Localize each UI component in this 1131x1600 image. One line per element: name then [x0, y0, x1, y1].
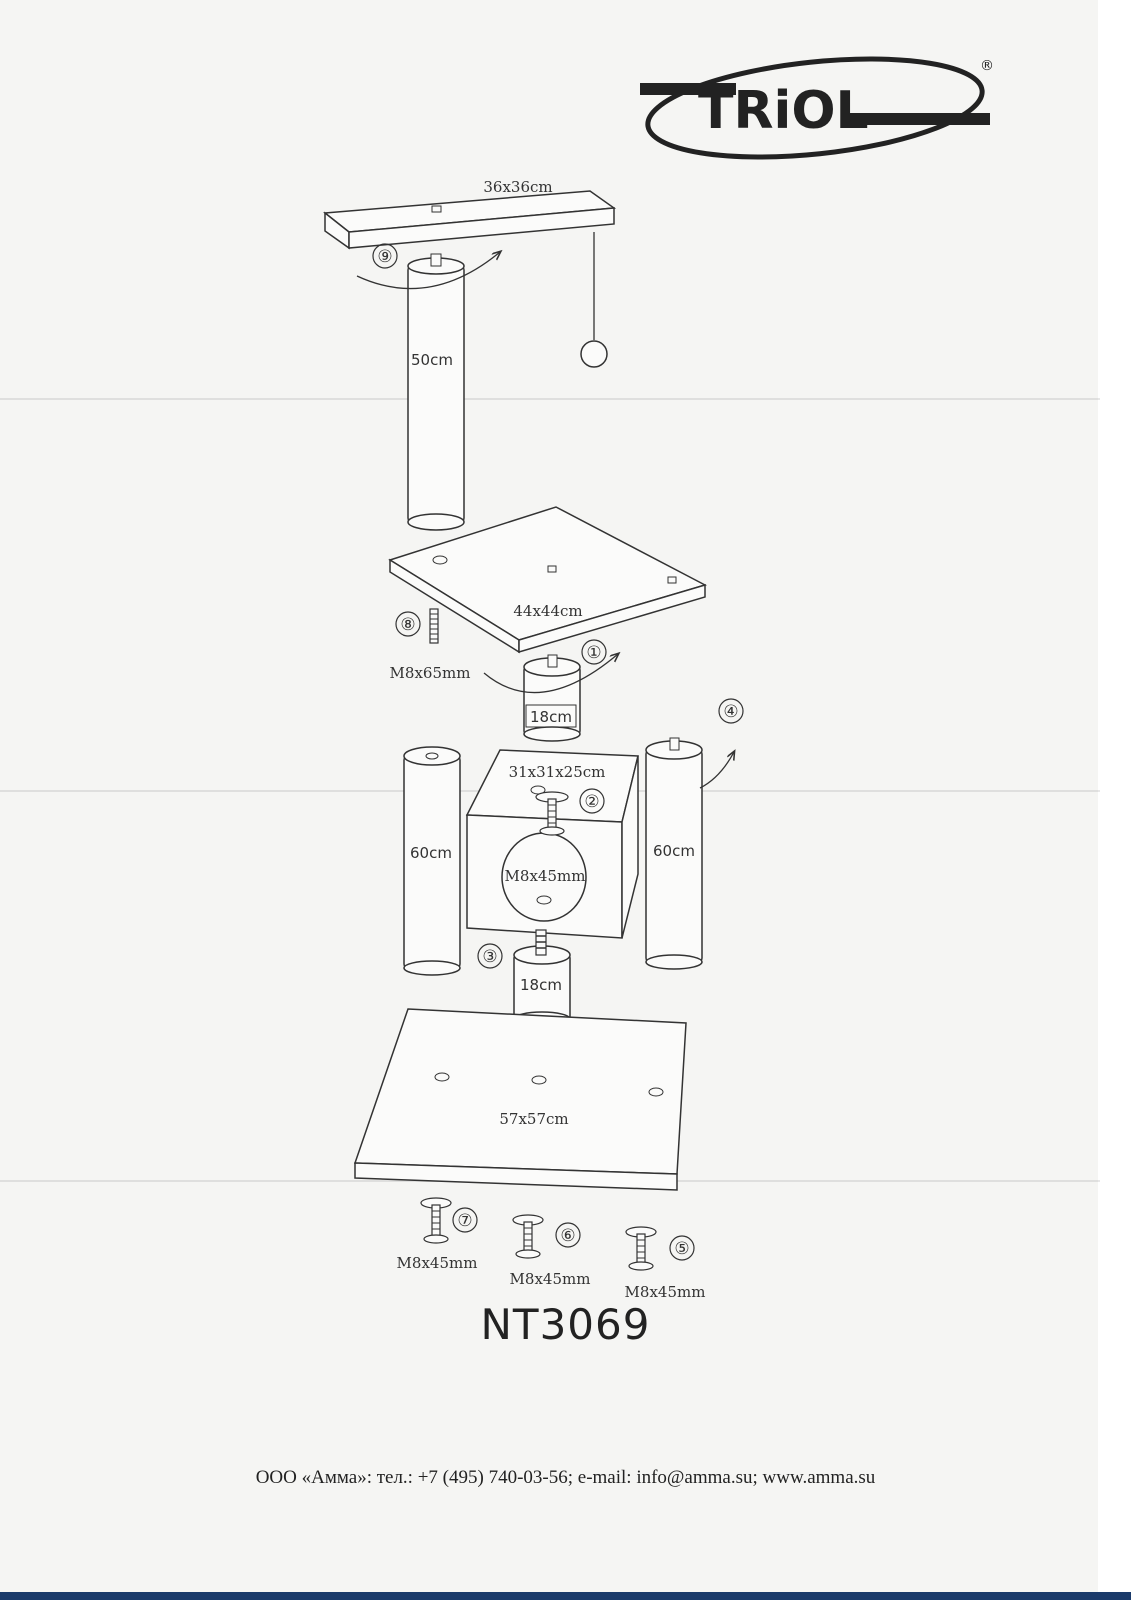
- step-5-label: ⑤: [674, 1239, 689, 1259]
- post-60cm-left: [403, 746, 461, 976]
- step-3-label: ③: [482, 947, 497, 967]
- post-60cm-right: [645, 737, 703, 970]
- box-screw-label: M8x45mm: [505, 867, 586, 885]
- short-post-top: [523, 654, 581, 742]
- page-edge: [1098, 0, 1131, 1600]
- screw-5-label: M8x45mm: [625, 1283, 706, 1301]
- rotate-arrow-4: [699, 752, 734, 789]
- box-label: 31x31x25cm: [509, 763, 606, 781]
- step-7-badge: [452, 1207, 478, 1233]
- rotate-arrow-9: [356, 252, 500, 290]
- step-1-badge: [581, 639, 607, 665]
- mid-shelf-label: 44x44cm: [513, 602, 582, 620]
- model-number: NT3069: [480, 1300, 651, 1349]
- scan-edge: [0, 1592, 1131, 1600]
- box-house: [465, 749, 639, 939]
- step-8-label: ⑧: [400, 615, 415, 635]
- screw-6: [512, 1214, 544, 1259]
- base-board: [353, 1008, 687, 1191]
- top-shelf-label: 36x36cm: [483, 178, 552, 196]
- step-8-badge: [395, 611, 421, 637]
- registered-mark: ®: [980, 58, 994, 74]
- hanging-ball: [580, 340, 608, 368]
- step-2-badge: [579, 788, 605, 814]
- short-post-bottom-label: 18cm: [520, 976, 562, 994]
- short-post-bottom: [513, 929, 571, 1027]
- step-6-badge: [555, 1222, 581, 1248]
- fold-line: [0, 398, 1100, 400]
- step-7-label: ⑦: [457, 1211, 472, 1231]
- label-box: [525, 704, 577, 728]
- screw-7-label: M8x45mm: [397, 1254, 478, 1272]
- post-50cm: [407, 253, 465, 531]
- base-label: 57x57cm: [499, 1110, 568, 1128]
- post-top-label: 50cm: [411, 351, 453, 369]
- screw-2: [535, 791, 569, 836]
- short-post-top-label: 18cm: [530, 708, 572, 726]
- top-shelf: [323, 190, 617, 250]
- screw-8: [429, 608, 439, 644]
- step-4-label: ④: [723, 702, 738, 722]
- screw-8-label: M8x65mm: [390, 664, 471, 682]
- step-9-label: ⑨: [377, 247, 392, 267]
- step-4-badge: [718, 698, 744, 724]
- step-3-badge: [477, 943, 503, 969]
- mid-shelf: [388, 506, 707, 654]
- screw-5: [625, 1226, 657, 1271]
- rotate-arrow-1: [483, 654, 618, 694]
- post-right-label: 60cm: [653, 842, 695, 860]
- screw-6-label: M8x45mm: [510, 1270, 591, 1288]
- post-left-label: 60cm: [410, 844, 452, 862]
- logo-text: TRiOL: [698, 81, 869, 141]
- step-2-label: ②: [584, 792, 599, 812]
- step-1-label: ①: [586, 643, 601, 663]
- screw-7: [420, 1197, 452, 1244]
- step-9-badge: [372, 243, 398, 269]
- footer-contacts: ООО «Амма»: тел.: +7 (495) 740-03-56; e-…: [255, 1467, 876, 1488]
- step-5-badge: [669, 1235, 695, 1261]
- triol-logo: TRiOL ®: [640, 56, 994, 160]
- step-6-label: ⑥: [560, 1226, 575, 1246]
